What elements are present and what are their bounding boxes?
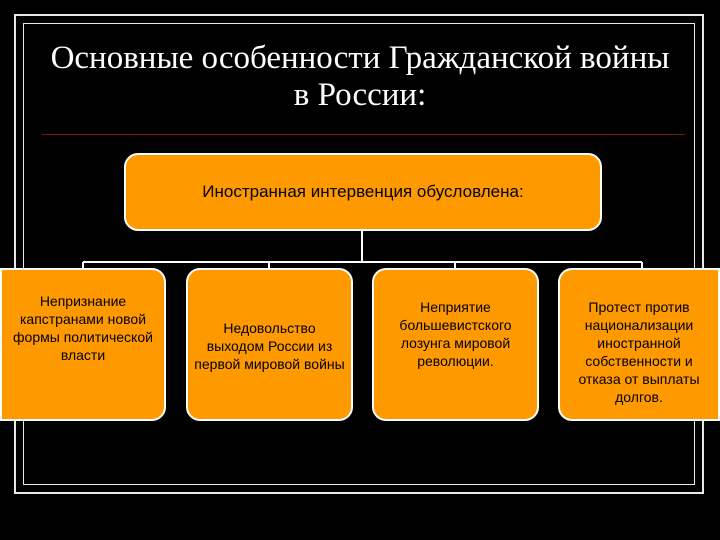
child-box-label: Неприятие большевистского лозунга мирово… <box>399 299 512 369</box>
root-box-label: Иностранная интервенция обусловлена: <box>202 182 524 201</box>
child-box-nationalization-protest: Протест против национализации иностранно… <box>558 268 720 421</box>
slide-frame-outer <box>14 14 704 494</box>
child-box-label: Недовольство выходом России из первой ми… <box>194 319 345 372</box>
child-box-label: Протест против национализации иностранно… <box>578 299 700 405</box>
root-box-foreign-intervention: Иностранная интервенция обусловлена: <box>124 153 602 231</box>
slide-title: Основные особенности Гражданской войны в… <box>50 40 670 113</box>
slide-frame-inner <box>23 23 695 485</box>
title-divider <box>42 134 685 135</box>
child-box-label: Непризнание капстранами новой формы поли… <box>13 293 153 363</box>
child-box-war-exit: Недовольство выходом России из первой ми… <box>186 268 353 421</box>
child-box-world-revolution: Неприятие большевистского лозунга мирово… <box>372 268 539 421</box>
child-box-nonrecognition: Непризнание капстранами новой формы поли… <box>0 268 166 421</box>
